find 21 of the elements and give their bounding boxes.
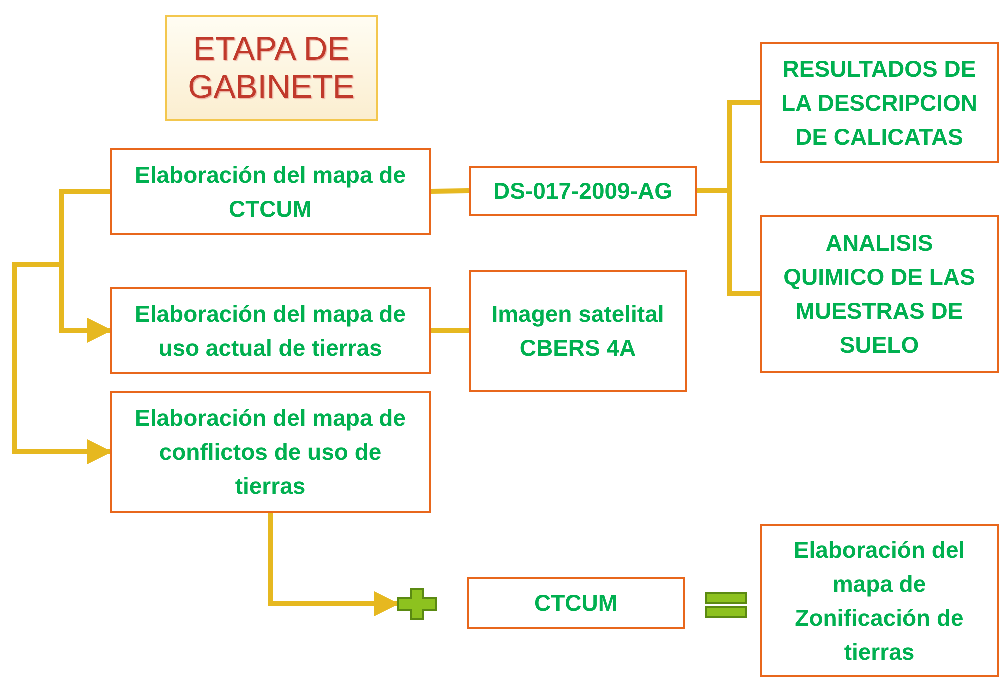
process-box xyxy=(469,166,697,216)
process-box xyxy=(760,42,999,163)
box-text: DS-017-2009-AG xyxy=(494,177,672,206)
box-text: Elaboración del mapa de uso actual de tierras xyxy=(134,300,407,362)
box-text: Elaboración del mapa de Zonificación de tierras xyxy=(792,536,966,666)
process-box xyxy=(467,577,685,629)
connector-arrow xyxy=(268,513,400,616)
box-text: Elaboración del mapa de CTCUM xyxy=(134,160,407,224)
box-text: Imagen satelital CBERS 4A xyxy=(490,300,666,363)
process-box xyxy=(469,270,687,392)
process-box xyxy=(110,148,431,235)
box-text: ANALISIS QUIMICO DE LAS MUESTRAS DE SUELO xyxy=(782,229,976,360)
process-box xyxy=(760,524,999,677)
box-text: RESULTADOS DE LA DESCRIPCION DE CALICATAS xyxy=(780,54,978,152)
title-box xyxy=(165,15,378,121)
process-box xyxy=(110,391,431,513)
box-text: Elaboración del mapa de conflictos de uso de tierras xyxy=(134,404,407,501)
box-text: CTCUM xyxy=(534,589,618,618)
process-box xyxy=(110,287,431,374)
process-box xyxy=(760,215,999,373)
title-text: ETAPA DE GABINETE xyxy=(187,30,356,106)
